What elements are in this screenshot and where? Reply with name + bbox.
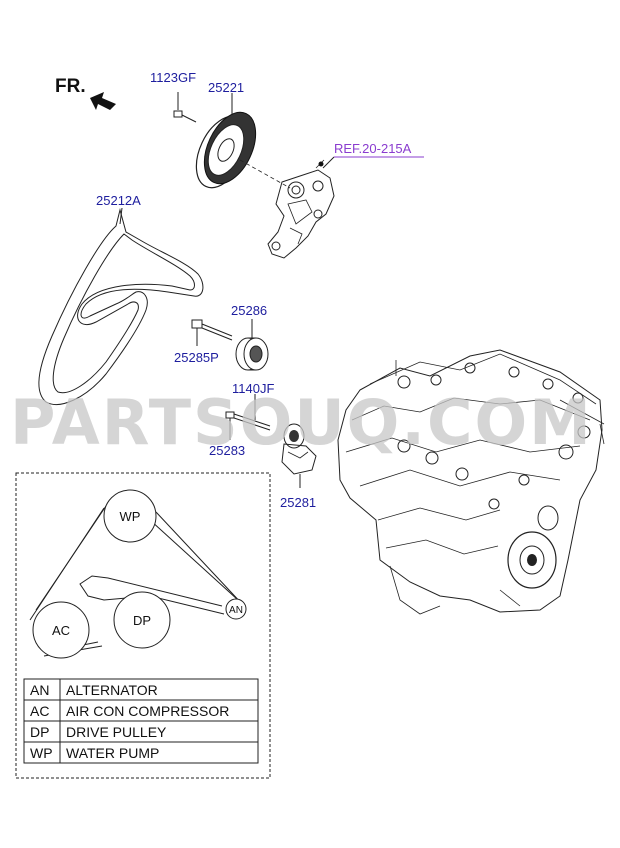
legend-code-dp: DP — [30, 724, 49, 740]
circle-label-dp: DP — [133, 613, 151, 628]
circle-alternator: AN — [225, 598, 247, 620]
part-number-25281[interactable]: 25281 — [280, 495, 316, 510]
water-pump-housing-drawing — [267, 159, 335, 259]
tensioner-drawing — [281, 423, 317, 488]
pulley-bolt-drawing — [173, 92, 197, 123]
tensioner-bolt-drawing — [225, 394, 271, 440]
legend-name-alternator: ALTERNATOR — [66, 682, 158, 698]
circle-label-wp: WP — [120, 509, 141, 524]
legend-name-drive-pulley: DRIVE PULLEY — [66, 724, 167, 740]
circle-label-an: AN — [229, 605, 243, 616]
part-number-25283[interactable]: 25283 — [209, 443, 245, 458]
front-arrow-icon — [90, 92, 116, 110]
circle-air-con-compressor: AC — [32, 601, 90, 659]
idler-pulley-drawing — [235, 319, 269, 371]
ref-leader-line — [322, 156, 335, 169]
legend-code-ac: AC — [30, 703, 49, 719]
part-number-25212A[interactable]: 25212A — [96, 193, 141, 208]
direction-label: FR. — [55, 76, 86, 97]
legend-name-air-con-compressor: AIR CON COMPRESSOR — [66, 703, 229, 719]
engine-block-drawing — [337, 349, 605, 615]
circle-drive-pulley: DP — [113, 591, 171, 649]
water-pump-pulley-drawing — [195, 93, 291, 189]
circle-label-ac: AC — [52, 623, 70, 638]
legend-code-wp: WP — [30, 745, 53, 761]
part-number-25221[interactable]: 25221 — [208, 80, 244, 95]
legend-name-water-pump: WATER PUMP — [66, 745, 159, 761]
part-number-1140JF[interactable]: 1140JF — [232, 381, 274, 396]
legend-table: AN ALTERNATOR AC AIR CON COMPRESSOR DP D… — [23, 678, 259, 764]
part-number-1123GF[interactable]: 1123GF — [150, 70, 196, 85]
legend-code-an: AN — [30, 682, 49, 698]
watermark-text: PARTSOUQ.COM — [10, 386, 593, 459]
idler-bolt-drawing — [191, 319, 233, 346]
circle-water-pump: WP — [103, 489, 157, 543]
drive-belt-drawing — [38, 207, 204, 405]
belt-layout-box — [15, 472, 271, 779]
ref-water-pump-link[interactable]: REF.20-215A — [334, 141, 412, 156]
part-number-25286[interactable]: 25286 — [231, 303, 267, 318]
part-number-25285P[interactable]: 25285P — [174, 350, 219, 365]
